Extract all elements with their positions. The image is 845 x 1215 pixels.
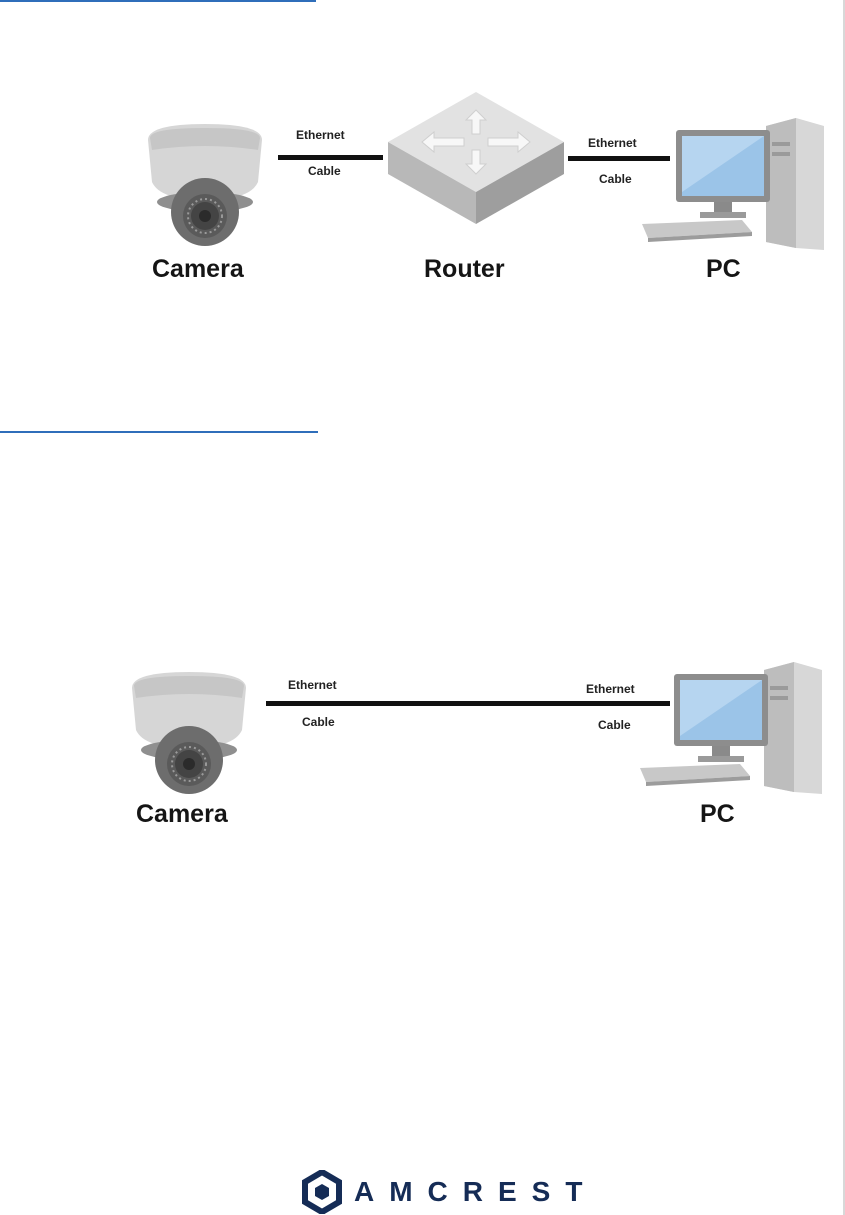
section-rule-middle	[0, 431, 318, 433]
device-label-pc: PC	[706, 255, 741, 284]
device-label-camera: Camera	[136, 800, 228, 829]
device-label-camera: Camera	[152, 255, 244, 284]
cable-label-right-line1: Ethernet	[586, 682, 635, 696]
dome-camera-icon	[124, 668, 254, 796]
brand-name: AMCREST	[354, 1176, 597, 1208]
diagram-camera-pc-direct: Ethernet Cable Ethernet Cable Camera PC	[0, 600, 845, 840]
cable-label-right-line2: Cable	[598, 718, 631, 732]
cable-label-right-line1: Ethernet	[588, 136, 637, 150]
cable-label-left-line2: Cable	[308, 164, 341, 178]
amcrest-logo-icon	[302, 1170, 342, 1214]
desktop-pc-icon	[638, 118, 828, 250]
device-label-pc: PC	[700, 800, 735, 829]
dome-camera-icon	[140, 120, 270, 248]
router-icon	[388, 92, 564, 224]
amcrest-logo: AMCREST	[302, 1170, 597, 1214]
diagram-camera-router-pc: Ethernet Cable Ethernet Cable Camera Rou…	[0, 0, 845, 300]
ethernet-cable-left	[278, 155, 383, 160]
device-label-router: Router	[424, 255, 505, 284]
cable-label-right-line2: Cable	[599, 172, 632, 186]
cable-label-left-line2: Cable	[302, 715, 335, 729]
cable-label-left-line1: Ethernet	[296, 128, 345, 142]
ethernet-cable-direct	[266, 701, 670, 706]
desktop-pc-icon	[636, 662, 826, 794]
cable-label-left-line1: Ethernet	[288, 678, 337, 692]
